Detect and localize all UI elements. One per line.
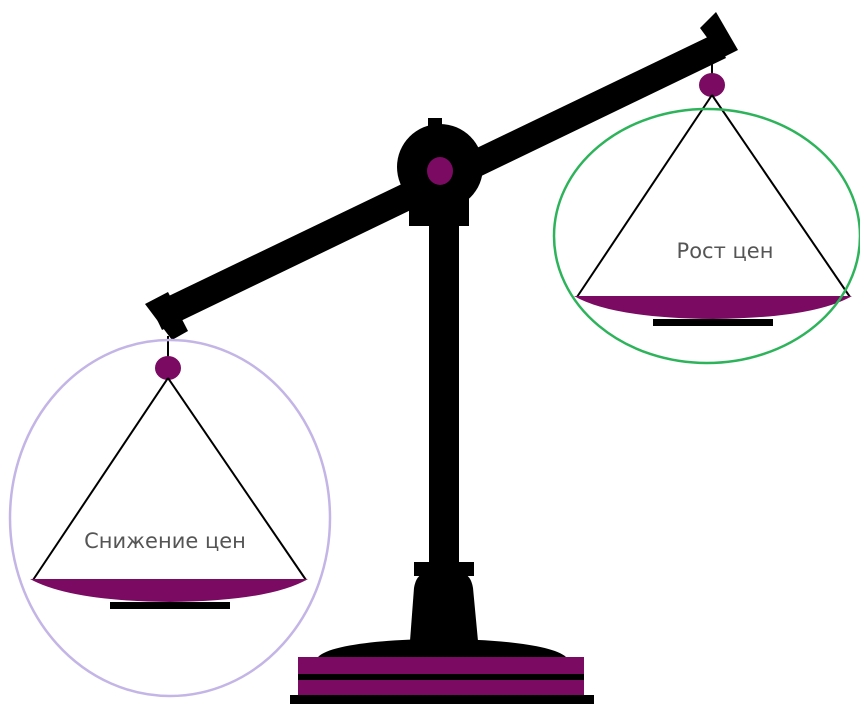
scale-beam [145, 12, 738, 340]
right-pan-plate [653, 319, 773, 326]
base-bottom-bar [290, 695, 594, 704]
right-pan-label: Рост цен [677, 239, 774, 263]
base-dome [318, 639, 566, 657]
beam-right-hook [700, 12, 738, 58]
column-foot-collar [414, 562, 474, 576]
right-pan-hook-knob [699, 73, 725, 97]
left-pan-chain-left [32, 377, 169, 581]
right-pan-group: Рост цен [552, 50, 860, 365]
pivot-pin [427, 157, 453, 185]
left-pan-hook-knob [155, 356, 181, 380]
base-slab-upper [298, 657, 584, 674]
left-pan-bowl [30, 579, 308, 602]
right-pan-chain-left [576, 94, 713, 298]
column-shaft [429, 215, 459, 565]
right-pan-chain-right [711, 94, 851, 298]
right-pan-highlight-ring [552, 107, 860, 365]
left-pan-plate [110, 602, 230, 609]
left-pan-group: Снижение цен [8, 336, 332, 698]
column-foot [410, 573, 478, 641]
left-pan-label: Снижение цен [84, 529, 246, 553]
base-slab-lower [298, 680, 584, 695]
base-divider [298, 674, 584, 680]
left-pan-chain-right [167, 377, 307, 581]
beam-left-hook [145, 292, 188, 340]
right-pan-bowl [574, 296, 852, 319]
left-pan-highlight-ring [8, 338, 332, 698]
scale-base [290, 562, 594, 704]
